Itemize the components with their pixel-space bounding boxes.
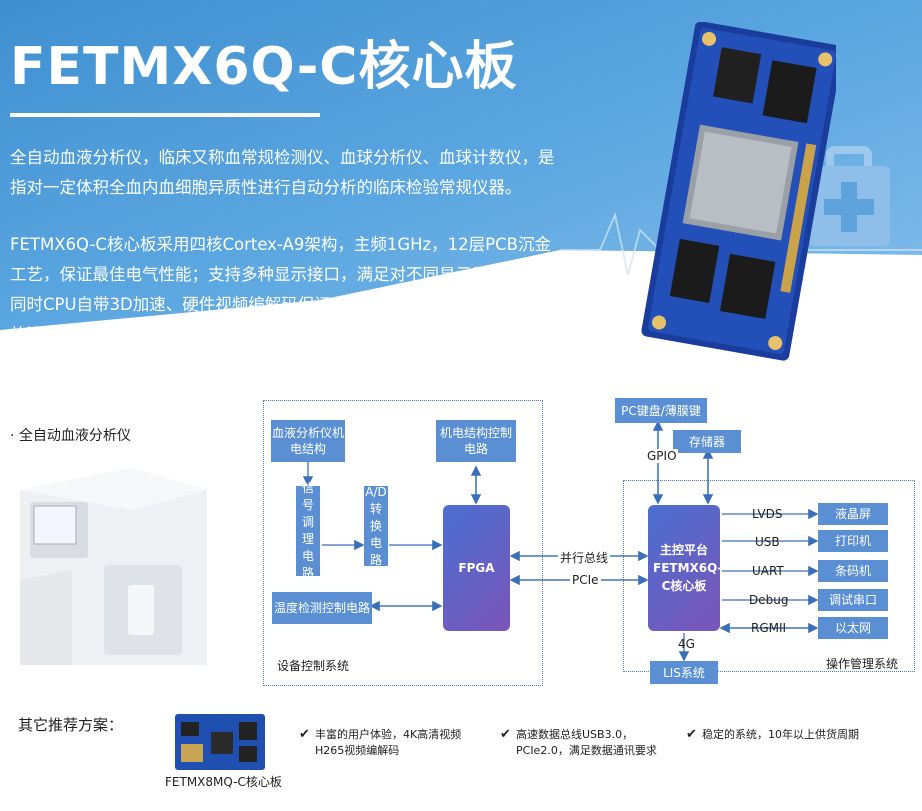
- vertical-char: 电: [369, 535, 382, 550]
- check-icon: ✔: [299, 727, 310, 742]
- feature-item: ✔ 高速数据总线USB3.0，PCIe2.0，满足数据通讯要求: [500, 727, 657, 757]
- keyboard-block: PC键盘/薄膜键: [615, 398, 707, 423]
- bus-label-rgmii: RGMII: [751, 621, 787, 635]
- blood-analyzer-image: [20, 468, 207, 665]
- ethernet-block: 以太网: [818, 617, 888, 639]
- vertical-char: 调: [301, 515, 314, 529]
- pcie-label: PCIe: [570, 573, 601, 587]
- vertical-char: 换: [369, 518, 382, 533]
- check-icon: ✔: [500, 727, 511, 742]
- vertical-char: 电: [301, 549, 314, 563]
- recommend-label: 其它推荐方案：: [18, 716, 124, 734]
- analyzer-caption: · 全自动血液分析仪: [10, 428, 131, 444]
- title-underline: [10, 113, 320, 117]
- intro-paragraph: 全自动血液分析仪，临床又称血常规检测仪、血球分析仪、血球计数仪，是指对一定体积全…: [10, 148, 555, 197]
- bus-label-usb: USB: [755, 535, 780, 549]
- recommend-product-name: FETMX8MQ-C核心板: [165, 775, 282, 789]
- device-control-frame: [263, 400, 543, 686]
- device-system-label: 设备控制系统: [277, 659, 350, 673]
- vertical-char: 号: [301, 498, 314, 512]
- storage-block: 存储器: [673, 430, 741, 453]
- operation-frame: [623, 480, 915, 672]
- recommend-board-image: [175, 714, 265, 770]
- printer-block: 打印机: [818, 530, 888, 552]
- gpio-label: GPIO: [646, 449, 678, 463]
- parallel-bus-label: 并行总线: [558, 549, 611, 566]
- medical-kit-icon: [808, 146, 890, 246]
- main-controller-chip: 主控平台FETMX6Q-C核心板: [648, 505, 723, 631]
- feature-item: ✔ 丰富的用户体验，4K高清视频H265视频编解码: [299, 727, 462, 757]
- debug-serial-block: 调试串口: [818, 589, 888, 611]
- ad-converter-block: A/D 转换电路: [364, 484, 388, 567]
- motor-control-block: 机电结构控制电路: [436, 420, 516, 462]
- hero-banner: FETMX6Q-C核心板 全自动血液分析仪，临床又称血常规检测仪、血球分析仪、血…: [0, 0, 922, 405]
- check-icon: ✔: [686, 727, 697, 742]
- temperature-control-block: 温度检测控制电路: [272, 592, 372, 624]
- vertical-char: 路: [301, 566, 314, 580]
- page-title: FETMX6Q-C核心板: [10, 37, 518, 97]
- op-system-label: 操作管理系统: [826, 657, 899, 671]
- vertical-char: 路: [369, 552, 382, 567]
- main-controller-label: 主控平台FETMX6Q-C核心板: [653, 543, 723, 593]
- 4g-label: 4G: [678, 637, 695, 651]
- bus-label-debug: Debug: [749, 593, 789, 607]
- vertical-char: 信: [301, 481, 314, 495]
- feature-item: ✔ 稳定的系统，10年以上供货周期: [686, 727, 859, 742]
- vertical-char: 转: [369, 501, 382, 516]
- blood-mech-block: 血液分析仪机电结构: [271, 420, 345, 462]
- fpga-chip: FPGA: [443, 505, 510, 631]
- lis-block: LIS系统: [650, 661, 718, 684]
- core-board-image: [641, 22, 836, 361]
- barcode-block: 条码机: [818, 560, 888, 582]
- signal-conditioning-block: 信号调理电路: [296, 481, 320, 580]
- bus-label-uart: UART: [752, 564, 784, 578]
- vertical-char: A/D: [365, 484, 387, 499]
- bus-label-lvds: LVDS: [752, 507, 783, 521]
- board-description: FETMX6Q-C核心板采用四核Cortex-A9架构，主频1GHz，12层PC…: [10, 235, 555, 344]
- lcd-block: 液晶屏: [818, 503, 888, 525]
- vertical-char: 理: [301, 532, 314, 546]
